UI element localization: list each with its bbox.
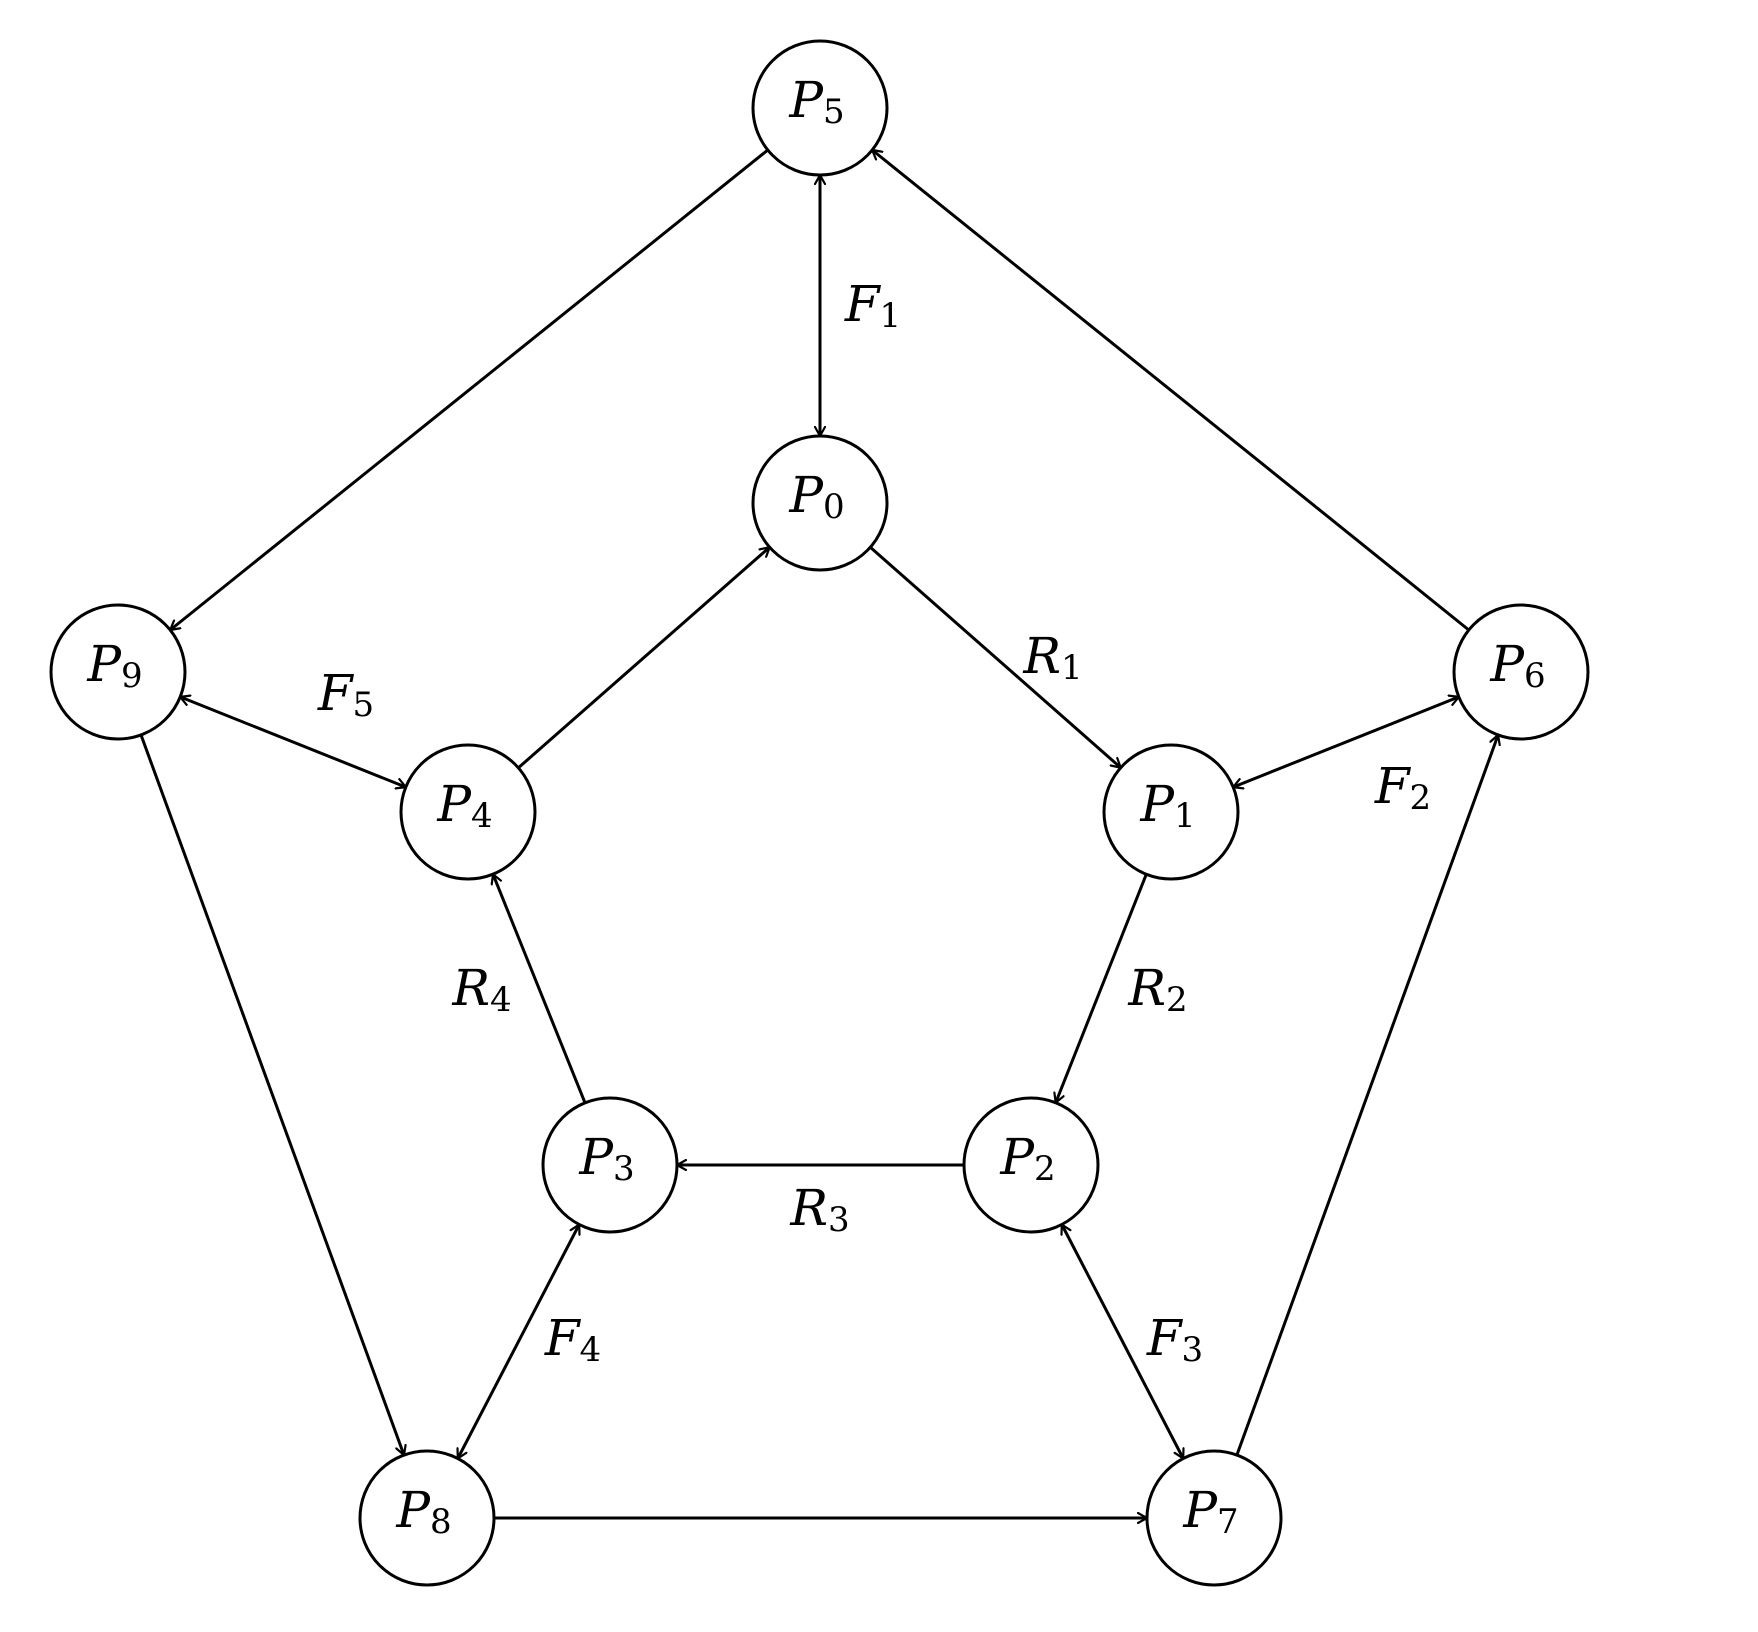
edge-p9-p8	[139, 734, 404, 1455]
node-p1: P1	[1102, 743, 1240, 881]
node-label: P2	[999, 1128, 1055, 1189]
node-p8: P8	[358, 1449, 496, 1587]
edge-p6-p5	[872, 148, 1470, 632]
node-circle	[1452, 603, 1590, 741]
node-circle	[49, 603, 187, 741]
edge-p1-p2	[1056, 873, 1148, 1102]
edge-label-r4: R4	[451, 959, 511, 1020]
edge-label-f3: F3	[1146, 1309, 1203, 1370]
edge-label-r1: R1	[1022, 627, 1082, 688]
node-label: P9	[86, 635, 142, 696]
node-p3: P3	[541, 1096, 679, 1234]
node-circle	[1102, 743, 1240, 881]
node-label: P8	[395, 1481, 451, 1542]
node-p0: P0	[751, 434, 889, 572]
edge-p3-p8	[458, 1225, 579, 1459]
node-circle	[358, 1449, 496, 1587]
edges-layer	[139, 148, 1498, 1518]
node-label: P6	[1489, 635, 1545, 696]
edge-p5-p9	[170, 148, 769, 632]
edge-label-r3: R3	[789, 1179, 849, 1240]
edge-label-r2: R2	[1127, 959, 1187, 1020]
edge-p9-p4	[180, 697, 406, 787]
edge-p7-p6	[1235, 735, 1498, 1456]
edge-p4-p0	[517, 546, 769, 769]
edge-label-f5: F5	[317, 664, 374, 725]
node-p6: P6	[1452, 603, 1590, 741]
node-circle	[751, 39, 889, 177]
node-circle	[962, 1096, 1100, 1234]
node-p5: P5	[751, 39, 889, 177]
node-label: P1	[1139, 775, 1195, 836]
node-label: P5	[788, 71, 844, 132]
edge-p3-p4	[493, 874, 587, 1104]
node-circle	[541, 1096, 679, 1234]
node-label: P4	[436, 775, 492, 836]
node-p4: P4	[399, 743, 537, 881]
node-circle	[751, 434, 889, 572]
node-label: P3	[578, 1128, 634, 1189]
edge-p2-p7	[1062, 1225, 1183, 1459]
edge-p1-p6	[1233, 697, 1459, 787]
node-circle	[1145, 1449, 1283, 1587]
node-p9: P9	[49, 603, 187, 741]
edge-p0-p1	[869, 546, 1120, 769]
edge-label-f4: F4	[544, 1309, 601, 1370]
node-label: P0	[788, 466, 844, 527]
edge-label-f1: F1	[844, 275, 901, 336]
edge-label-f2: F2	[1374, 757, 1431, 818]
node-p2: P2	[962, 1096, 1100, 1234]
node-circle	[399, 743, 537, 881]
node-p7: P7	[1145, 1449, 1283, 1587]
node-label: P7	[1182, 1481, 1238, 1542]
